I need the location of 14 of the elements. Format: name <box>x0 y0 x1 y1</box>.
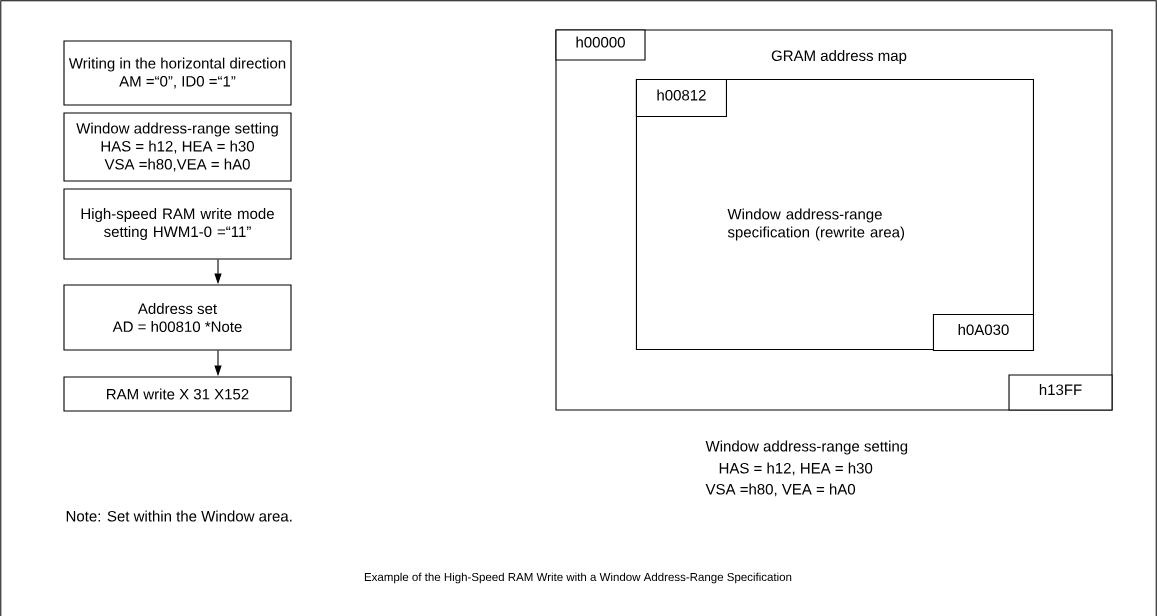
address-box: h00812 <box>635 78 727 117</box>
address-box: h13FF <box>1008 374 1113 411</box>
setting-text: VSA =h80, VEA = hA0 <box>705 483 856 497</box>
address-box: h00000 <box>555 29 646 61</box>
caption: Example of the High-Speed RAM Write with a Window Address-Range Specification <box>364 572 792 584</box>
setting-text: Window address-range setting <box>705 440 908 455</box>
note-text: Note: Set within the Window area. <box>66 510 292 522</box>
process-box: RAM write X 31 X152 <box>63 376 292 412</box>
process-box: Writing in the horizontal direction AM =“0”, ID0 =“1” <box>63 40 292 106</box>
process-box: Address set AD = h00810 *Note <box>63 284 292 351</box>
process-box: Window address-range setting HAS = h12, HEA = h30 VSA =h80,VEA = hA0 <box>63 112 292 182</box>
address-box: h0A030 <box>932 313 1034 351</box>
process-box: High-speed RAM write mode setting HWM1-0 =“11” <box>63 188 292 260</box>
setting-text: HAS = h12, HEA = h30 <box>719 462 873 476</box>
